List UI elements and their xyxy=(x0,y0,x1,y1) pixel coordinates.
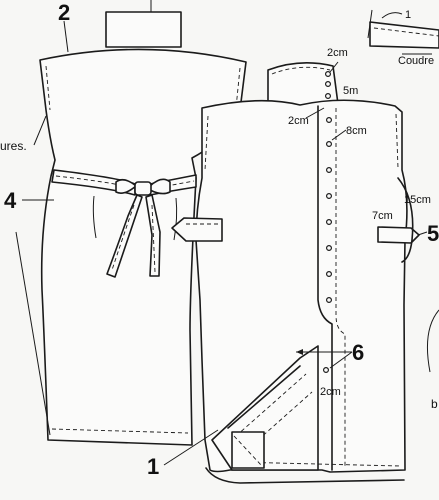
detail-inset xyxy=(367,9,439,55)
front-hem xyxy=(205,467,405,484)
arrow-head xyxy=(296,349,303,355)
callout-number-5: 5 xyxy=(427,221,439,246)
back-hem-stitch xyxy=(51,428,189,434)
top-2cm-leader xyxy=(329,61,339,73)
inset-number-1: 1 xyxy=(405,9,411,21)
collar-stitch xyxy=(271,66,331,75)
fold-stitch-2 xyxy=(257,391,313,441)
gather-1 xyxy=(92,195,97,239)
back-collar xyxy=(105,11,182,48)
inset-edge xyxy=(367,9,373,39)
tie-left-stitch xyxy=(111,204,135,271)
callout-number-1: 1 xyxy=(147,454,159,479)
inset-arrow xyxy=(381,12,403,19)
belt-left xyxy=(51,169,136,196)
button xyxy=(326,297,333,304)
front-collar xyxy=(267,62,339,109)
callout-number-6: 6 xyxy=(352,340,364,365)
measure-side-2cm: 2cm xyxy=(288,115,309,127)
front-garment xyxy=(163,61,428,484)
front-armhole-stitch-right xyxy=(395,113,399,169)
callout-4-leader-b xyxy=(15,231,51,436)
button xyxy=(326,245,333,252)
button xyxy=(326,141,333,148)
left-note-leader xyxy=(33,115,47,146)
callout-2-leader xyxy=(63,20,69,53)
measure-collar-5m: 5m xyxy=(343,85,358,97)
gather-2 xyxy=(173,197,178,241)
button xyxy=(326,193,333,200)
button xyxy=(325,70,332,77)
button xyxy=(325,80,332,87)
cropped-bottom-right-text: b xyxy=(431,397,438,411)
fold-edge xyxy=(227,365,301,429)
back-body xyxy=(39,48,247,446)
side-vent xyxy=(397,177,414,263)
tie-left xyxy=(106,194,143,278)
callout-6-arrow-down xyxy=(329,351,353,369)
button-column xyxy=(323,70,333,374)
inset-label-text: Coudre xyxy=(398,55,434,67)
measure-slit-2cm: 2cm xyxy=(320,386,341,398)
button xyxy=(326,219,333,226)
placket-stitch xyxy=(335,108,346,468)
bow-knot xyxy=(134,181,152,196)
button xyxy=(323,367,330,374)
measure-top-2cm: 2cm xyxy=(327,47,348,59)
side-tab-right xyxy=(377,226,420,244)
callout-number-2: 2 xyxy=(58,0,70,25)
front-armhole-stitch-left xyxy=(204,115,209,171)
bow-loop-right xyxy=(149,178,171,195)
button xyxy=(326,167,333,174)
inset-strip xyxy=(369,21,439,49)
fold-stitch xyxy=(235,373,307,437)
side-2cm-leader xyxy=(305,107,325,119)
measure-tab-7cm: 7cm xyxy=(372,210,393,222)
inset-stitch xyxy=(373,27,439,37)
callout-number-4: 4 xyxy=(4,188,17,213)
callout-5-leader xyxy=(417,231,428,236)
measure-button-8cm: 8cm xyxy=(346,125,367,137)
callout-1-leader xyxy=(163,429,219,466)
detail-circle-edge xyxy=(426,309,439,373)
8cm-leader xyxy=(331,129,347,141)
front-body xyxy=(195,99,408,473)
back-garment xyxy=(15,0,247,446)
measure-waist-15cm: 15cm xyxy=(404,194,431,206)
placket-edge xyxy=(317,105,333,471)
button xyxy=(326,116,333,123)
button xyxy=(325,92,332,99)
button xyxy=(326,271,333,278)
cropped-left-text: ures. xyxy=(0,139,27,153)
armhole-stitch-left xyxy=(45,65,51,111)
